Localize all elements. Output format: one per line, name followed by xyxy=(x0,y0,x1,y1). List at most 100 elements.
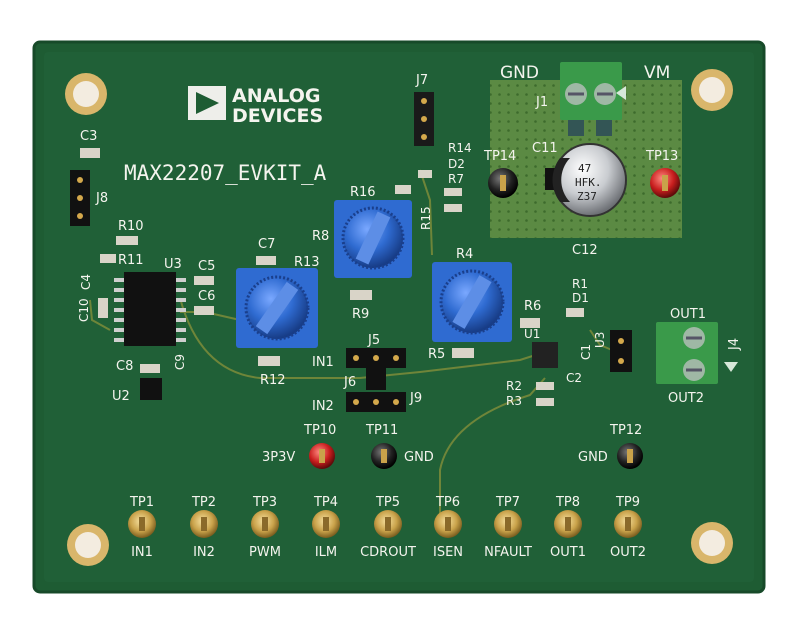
label-tp6-signal: ISEN xyxy=(433,545,463,560)
label-out2-connector: OUT2 xyxy=(668,391,704,406)
test-point-tp11: TP11 GND xyxy=(365,423,434,469)
mounting-hole-tl xyxy=(65,73,107,115)
label-tp11: TP11 xyxy=(365,423,398,438)
mounting-hole-br xyxy=(691,522,733,564)
label-tp12: TP12 xyxy=(609,423,642,438)
label-j5: J5 xyxy=(367,333,380,348)
label-c10: C10 xyxy=(77,298,91,322)
label-r7: R7 xyxy=(448,172,464,186)
logo-line1: ANALOG xyxy=(232,85,321,107)
terminal-block-j4 xyxy=(656,322,738,384)
test-point-tp13: TP13 xyxy=(645,149,680,198)
header-j8: J8 xyxy=(70,170,108,226)
potentiometer-r13: R13 xyxy=(236,255,320,348)
label-gnd-tp12: GND xyxy=(578,450,608,465)
label-c7: C7 xyxy=(258,237,275,252)
test-point-tp7: TP7 NFAULT xyxy=(484,495,532,560)
cap-marking-2: HFK. xyxy=(575,176,602,189)
label-r4: R4 xyxy=(456,247,473,262)
label-tp7: TP7 xyxy=(495,495,520,510)
label-gnd-tp11: GND xyxy=(404,450,434,465)
cap-marking-1: 47 xyxy=(578,162,591,175)
label-r2: R2 xyxy=(506,379,522,393)
label-c1: C1 xyxy=(579,344,593,360)
label-r6: R6 xyxy=(524,299,541,314)
label-out1-connector: OUT1 xyxy=(670,307,706,322)
test-point-tp5: TP5 CDROUT xyxy=(360,495,416,560)
label-r1: R1 xyxy=(572,277,588,291)
label-tp5: TP5 xyxy=(375,495,400,510)
label-j9: J9 xyxy=(409,391,422,406)
label-j8: J8 xyxy=(95,191,108,206)
mounting-hole-bl xyxy=(67,524,109,566)
mounting-hole-tr xyxy=(691,69,733,111)
label-tp4: TP4 xyxy=(313,495,338,510)
label-tp3: TP3 xyxy=(252,495,277,510)
test-point-tp12: TP12 GND xyxy=(578,423,643,469)
test-point-tp6: TP6 ISEN xyxy=(433,495,463,560)
electrolytic-capacitor: 47 HFK. Z37 xyxy=(545,143,627,217)
label-tp8: TP8 xyxy=(555,495,580,510)
label-gnd-power: GND xyxy=(500,63,539,83)
label-d1: D1 xyxy=(572,291,589,305)
label-tp8-signal: OUT1 xyxy=(550,545,586,560)
header-j5: J5 xyxy=(346,333,406,368)
test-point-tp1: TP1 IN1 xyxy=(128,495,156,560)
label-tp3-signal: PWM xyxy=(249,545,281,560)
label-tp5-signal: CDROUT xyxy=(360,545,416,560)
cap-marking-3: Z37 xyxy=(577,190,597,203)
logo-line2: DEVICES xyxy=(232,105,323,127)
label-3p3v: 3P3V xyxy=(262,450,295,465)
header-u3-jumper xyxy=(610,330,632,372)
label-d2: D2 xyxy=(448,157,465,171)
label-c8: C8 xyxy=(116,359,133,374)
label-vm: VM xyxy=(644,63,670,83)
label-tp7-signal: NFAULT xyxy=(484,545,532,560)
board-name: MAX22207_EVKIT_A xyxy=(124,161,327,185)
label-tp9-signal: OUT2 xyxy=(610,545,646,560)
test-point-tp9: TP9 OUT2 xyxy=(610,495,646,560)
bottom-test-points: TP1 IN1 TP2 IN2 TP3 PWM TP4 ILM TP5 CDRO… xyxy=(128,495,646,560)
terminal-block-j1 xyxy=(560,62,626,136)
label-r13: R13 xyxy=(294,255,320,270)
label-r12: R12 xyxy=(260,373,286,388)
label-u2: U2 xyxy=(112,389,130,404)
test-point-tp2: TP2 IN2 xyxy=(190,495,218,560)
label-c5: C5 xyxy=(198,259,215,274)
label-in2-header: IN2 xyxy=(312,399,334,414)
header-j6: J6 xyxy=(343,368,386,390)
label-j4: J4 xyxy=(727,338,742,351)
label-tp6: TP6 xyxy=(435,495,460,510)
label-c3: C3 xyxy=(80,129,97,144)
label-j6: J6 xyxy=(343,375,356,390)
label-r3: R3 xyxy=(506,394,522,408)
label-r15: R15 xyxy=(419,206,433,230)
label-tp1: TP1 xyxy=(129,495,154,510)
label-tp2-signal: IN2 xyxy=(193,545,215,560)
label-tp14: TP14 xyxy=(483,149,516,164)
test-point-tp4: TP4 ILM xyxy=(312,495,340,560)
label-c11: C11 xyxy=(532,141,558,156)
label-r11: R11 xyxy=(118,253,144,268)
header-j9: J9 xyxy=(346,391,422,412)
label-tp9: TP9 xyxy=(615,495,640,510)
test-point-tp14: TP14 xyxy=(483,149,518,198)
label-j1: J1 xyxy=(535,95,548,110)
label-in1-header: IN1 xyxy=(312,355,334,370)
label-c2: C2 xyxy=(566,371,582,385)
label-tp13: TP13 xyxy=(645,149,678,164)
label-c4: C4 xyxy=(79,274,93,290)
label-c9: C9 xyxy=(173,354,187,370)
label-j7: J7 xyxy=(415,73,428,88)
label-tp2: TP2 xyxy=(191,495,216,510)
ic-u3 xyxy=(114,272,186,346)
label-r10: R10 xyxy=(118,219,144,234)
label-r16: R16 xyxy=(350,185,376,200)
analog-devices-logo: ANALOG DEVICES xyxy=(188,85,323,127)
label-c6: C6 xyxy=(198,289,215,304)
test-point-tp3: TP3 PWM xyxy=(249,495,281,560)
label-tp1-signal: IN1 xyxy=(131,545,153,560)
pcb-traces xyxy=(89,169,613,520)
label-u3-left: U3 xyxy=(164,257,182,272)
